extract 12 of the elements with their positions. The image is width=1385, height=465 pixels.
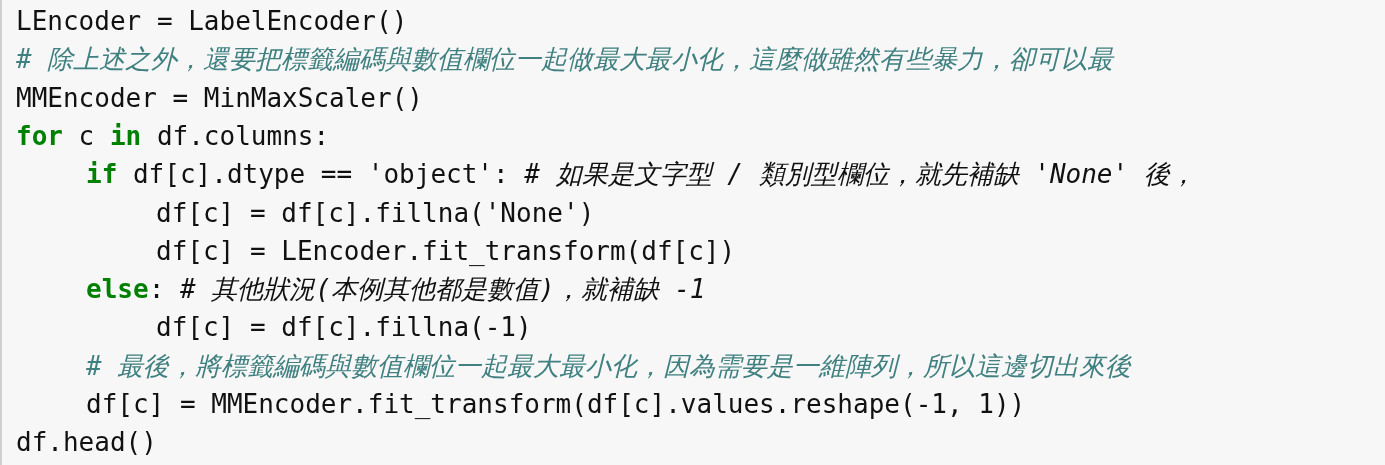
code-line: else: # 其他狀況(本例其他都是數值)，就補缺 -1: [86, 273, 706, 307]
code-line: MMEncoder = MinMaxScaler(): [16, 81, 423, 115]
code-line: df[c] = df[c].fillna(-1): [156, 311, 532, 345]
code-line: if df[c].dtype == 'object': # 如果是文字型 / 類別型欄位，就先補缺 'None' 後，: [86, 158, 1196, 192]
code-line: LEncoder = LabelEncoder(): [16, 5, 408, 38]
code-line: df[c] = df[c].fillna('None'): [156, 196, 595, 230]
code-line: for c in df.columns:: [16, 119, 330, 153]
code-comment: # 最後，將標籤編碼與數值欄位一起最大最小化，因為需要是一維陣列，所以這邊切出來後: [86, 349, 1132, 383]
code-comment: # 除上述之外，還要把標籤編碼與數值欄位一起做最大最小化，這麼做雖然有些暴力，卻可以最: [16, 43, 1114, 77]
code-line: df.head(): [16, 426, 157, 460]
code-line: df[c] = LEncoder.fit_transform(df[c]): [156, 234, 736, 268]
code-line: df[c] = MMEncoder.fit_transform(df[c].values.reshape(-1, 1)): [86, 388, 1026, 421]
